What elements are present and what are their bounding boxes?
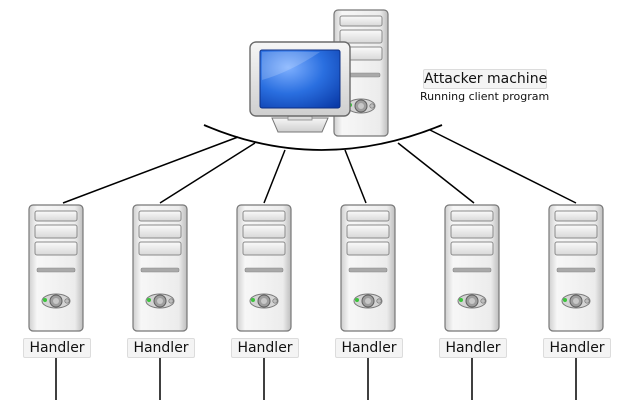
handler-tower	[340, 204, 396, 332]
connection-lines	[55, 129, 577, 400]
handler-label: Handler	[439, 338, 507, 358]
handler-label: Handler	[543, 338, 611, 358]
connection-line	[397, 142, 475, 204]
handler-tower	[28, 204, 84, 332]
connection-line	[159, 142, 256, 204]
handler-label: Handler	[335, 338, 403, 358]
handler-label: Handler	[23, 338, 91, 358]
handler-tower	[132, 204, 188, 332]
attacker-monitor-icon	[249, 41, 351, 133]
handler-tower	[548, 204, 604, 332]
handler-label: Handler	[231, 338, 299, 358]
attacker-arc	[203, 124, 443, 151]
connection-line	[429, 129, 577, 204]
attacker-title: Attacker machine	[423, 69, 548, 89]
connection-line	[263, 149, 286, 204]
handler-tower	[444, 204, 500, 332]
handler-label: Handler	[127, 338, 195, 358]
connection-line	[62, 136, 239, 204]
handler-tower	[236, 204, 292, 332]
connection-line	[344, 149, 367, 204]
attacker-subtitle: Running client program	[420, 90, 550, 103]
